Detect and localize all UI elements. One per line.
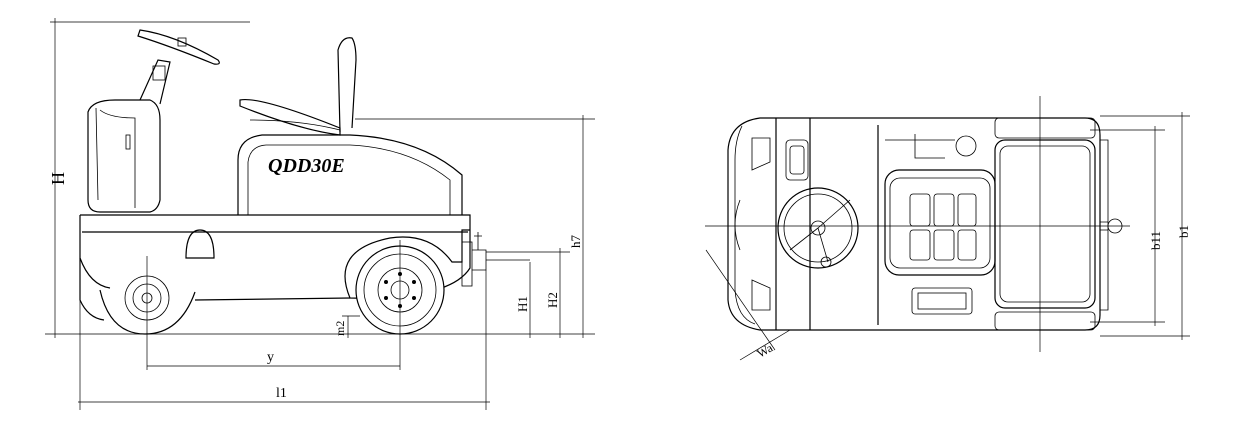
front-wheel xyxy=(99,275,196,335)
front-console xyxy=(87,99,161,213)
steering-wheel-top xyxy=(777,187,859,269)
seat-cushions xyxy=(909,193,977,261)
console-detail xyxy=(95,107,136,208)
rear-fender-top xyxy=(994,117,1096,139)
top-view: b11 b1 Wa xyxy=(705,96,1191,361)
side-view: QDD30E H xyxy=(45,18,595,410)
console-slot xyxy=(125,134,131,150)
seat-cushion xyxy=(239,98,341,136)
seat-back xyxy=(337,37,357,133)
handle-top xyxy=(885,134,955,159)
rear-deck-inner xyxy=(999,145,1091,303)
steering-column xyxy=(139,59,171,105)
front-corners xyxy=(751,137,771,311)
rear-housing xyxy=(237,134,463,215)
dim-H1-label: H1 xyxy=(515,296,530,312)
seat-top-inner xyxy=(889,177,991,269)
dim-H2-label: H2 xyxy=(545,292,560,308)
top-outline xyxy=(727,117,1101,331)
top-hitch-bar xyxy=(1100,221,1108,231)
top-knob xyxy=(955,135,977,157)
side-rail xyxy=(1100,139,1109,311)
rear-housing-inner xyxy=(247,144,451,215)
seat-top xyxy=(884,169,996,276)
column-box xyxy=(152,65,166,81)
front-nose xyxy=(734,199,741,251)
rear-fender-bottom xyxy=(994,311,1096,331)
dim-m2-label: m2 xyxy=(333,321,347,336)
dim-b11-label: b11 xyxy=(1148,231,1163,250)
tow-hitch-plate xyxy=(461,241,473,287)
floor-plate xyxy=(911,287,973,315)
floor-plate-inner xyxy=(917,292,967,310)
dim-y-label: y xyxy=(267,350,274,365)
dash-box-inner xyxy=(789,145,805,175)
dim-Wa-line xyxy=(705,249,791,361)
dash-box xyxy=(785,139,809,181)
tow-pin xyxy=(472,232,487,271)
rear-deck xyxy=(994,139,1096,309)
dim-h7-label: h7 xyxy=(568,235,583,249)
steering-wheel xyxy=(137,29,220,65)
front-bump xyxy=(185,229,215,259)
dim-b1-label: b1 xyxy=(1176,225,1191,238)
dim-l1-label: l1 xyxy=(276,386,287,401)
dim-Wa-label: Wa xyxy=(755,340,776,360)
dim-H-label: H xyxy=(48,172,68,185)
wheel-hub xyxy=(177,37,187,47)
model-label: QDD30E xyxy=(268,155,345,177)
seat-frame xyxy=(249,119,341,131)
